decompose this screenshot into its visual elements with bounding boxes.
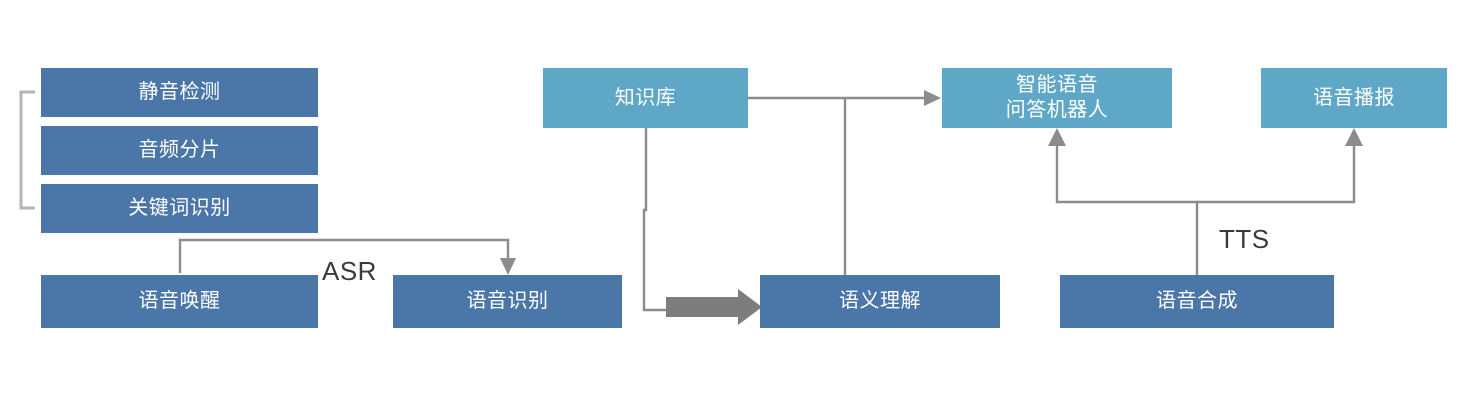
node-knowledge-base[interactable]: 知识库	[543, 68, 748, 128]
node-audio-segmentation[interactable]: 音频分片	[41, 126, 318, 175]
node-silence-detection[interactable]: 静音检测	[41, 68, 318, 117]
node-qa-robot[interactable]: 智能语音 问答机器人	[942, 68, 1172, 128]
grouping-bracket	[19, 90, 35, 210]
edge-knowledgebase-to-semantic	[642, 128, 672, 312]
node-speech-recognition[interactable]: 语音识别	[393, 275, 622, 328]
edge-label-asr: ASR	[322, 256, 377, 286]
node-voice-broadcast[interactable]: 语音播报	[1261, 68, 1447, 128]
node-voice-wakeup[interactable]: 语音唤醒	[41, 275, 318, 328]
edge-knowledgebase-to-qarobot	[748, 90, 941, 275]
node-semantic-understanding[interactable]: 语义理解	[760, 275, 1000, 328]
node-speech-synthesis[interactable]: 语音合成	[1060, 275, 1334, 328]
block-arrow-to-semantic	[666, 289, 762, 325]
edge-tts	[1048, 128, 1363, 275]
node-keyword-spotting[interactable]: 关键词识别	[41, 184, 318, 233]
edge-label-tts: TTS	[1219, 224, 1270, 254]
